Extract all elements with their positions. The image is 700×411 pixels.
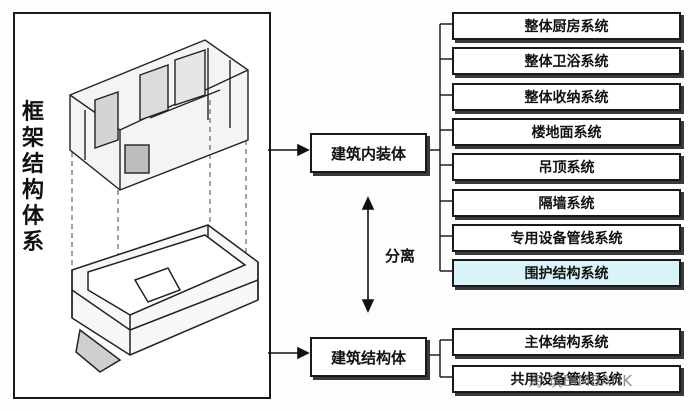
interior-bracket [425,23,452,272]
title-char: 构 [21,178,44,203]
interior-system-box: 整体厨房系统 [452,12,681,40]
separation-arrow [361,196,375,313]
system-label: 整体收纳系统 [524,90,609,106]
system-label: 隔墙系统 [538,196,595,212]
system-label: 吊顶系统 [538,160,595,176]
system-label: 整体卫浴系统 [524,54,609,70]
interior-system-box: 隔墙系统 [452,189,681,217]
interior-system-box: 整体卫浴系统 [452,47,681,75]
system-label: 专用设备管线系统 [510,231,623,247]
interior-system-box: 吊顶系统 [452,153,681,181]
system-label: 楼地面系统 [531,125,602,141]
structure-bracket [425,339,452,378]
separation-label: 分离 [385,247,416,265]
frame-system-title: 框 架 结 构 体 系 [20,100,46,256]
system-label: 整体厨房系统 [524,19,609,35]
system-label: 主体结构系统 [524,335,609,351]
system-label: 围护结构系统 [524,266,609,282]
title-char: 框 [21,100,44,125]
interior-fitout-box: 建筑内装体 [310,133,427,173]
structure-building-illustration [71,224,259,373]
title-char: 体 [21,204,44,229]
interior-system-box: 楼地面系统 [452,118,681,146]
title-char: 结 [21,152,44,177]
system-label: 共用设备管线系统 [510,372,623,388]
structure-system-box: 共用设备管线系统 [452,365,681,393]
title-char: 系 [21,230,44,255]
interior-system-box-highlighted: 围护结构系统 [452,259,681,287]
building-structure-label: 建筑结构体 [330,348,406,367]
interior-system-box: 整体收纳系统 [452,83,681,111]
main-arrows [268,143,310,360]
watermark: 海·筑BIMBANK [528,372,633,390]
structure-system-box: 主体结构系统 [452,328,681,356]
building-structure-box: 建筑结构体 [310,337,427,377]
interior-building-illustration [69,39,249,191]
interior-fitout-label: 建筑内装体 [330,144,406,163]
interior-system-box: 专用设备管线系统 [452,224,681,252]
title-char: 架 [21,126,44,151]
